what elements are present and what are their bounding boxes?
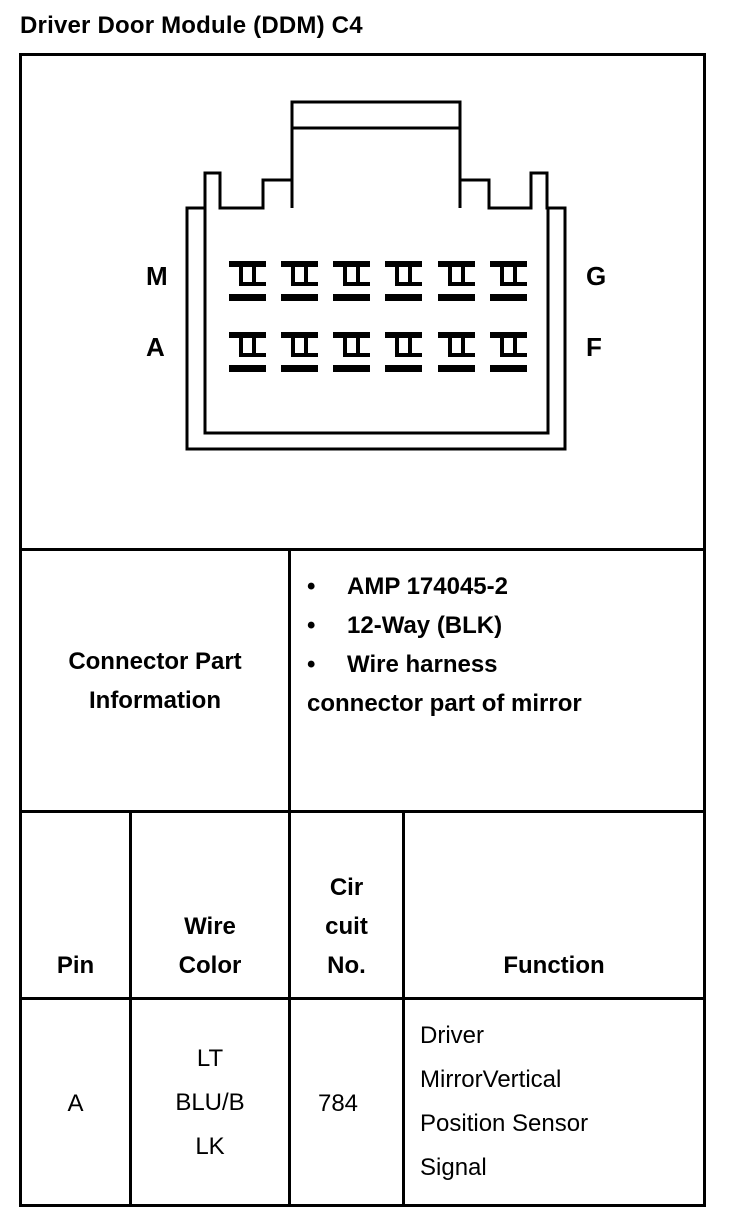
terminal-cavity (281, 261, 318, 301)
document-frame (19, 53, 706, 1207)
part-info-item: • 12-Way (BLK) (307, 606, 697, 645)
part-info-label-line2: Information (88, 686, 221, 714)
terminal-cavity (333, 332, 370, 372)
harness-note-continuation: connector part of mirror (307, 690, 582, 717)
connector-diagram: M A G F (22, 56, 703, 548)
page-title: Driver Door Module (DDM) C4 (20, 12, 363, 39)
terminal-cavity (229, 261, 266, 301)
terminal-cavity (229, 332, 266, 372)
column-divider-circuit (402, 810, 405, 1207)
pin-label-a: A (146, 332, 165, 362)
header-circuit-line1: Cir (329, 874, 364, 901)
terminal-cavity (385, 261, 422, 301)
pin-label-g: G (586, 261, 607, 291)
harness-note: Wire harness (347, 651, 498, 678)
part-info-item: • AMP 174045-2 (307, 567, 697, 606)
column-divider-1 (288, 548, 291, 1207)
header-pin: Pin (56, 952, 95, 979)
wire-color-line2: BLU/B (175, 1089, 245, 1116)
header-wire-line1: Wire (184, 913, 236, 940)
connector-face-illustration (185, 100, 567, 451)
part-number: AMP 174045-2 (347, 573, 508, 600)
bullet: • (307, 612, 316, 639)
terminal-cavity (333, 261, 370, 301)
function-line3: Position Sensor (420, 1110, 589, 1137)
divider-part-info (19, 810, 706, 813)
terminal-cavity (490, 261, 527, 301)
terminal-cavity (281, 332, 318, 372)
function-line1: Driver (420, 1022, 484, 1049)
divider-table-header (19, 997, 706, 1000)
header-circuit-no: Cir cuit No. (291, 868, 402, 985)
bullet: • (307, 573, 316, 600)
cell-function: Driver MirrorVertical Position Sensor Si… (420, 1014, 700, 1190)
function-line2: MirrorVertical (420, 1066, 562, 1093)
wire-color-line1: LT (196, 1045, 224, 1072)
header-circuit-line3: No. (327, 952, 366, 979)
bullet: • (307, 651, 316, 678)
inner-cavity (203, 208, 550, 435)
frame-right-border (703, 53, 706, 1207)
connector-part-info-label: Connector Part Information (22, 551, 288, 810)
connector-ways: 12-Way (BLK) (347, 612, 503, 639)
header-wire-line2: Color (178, 952, 242, 979)
pin-label-m: M (146, 261, 168, 291)
part-info-label-line1: Connector Part (68, 647, 242, 675)
terminal-cavity (438, 332, 475, 372)
terminal-cavity (490, 332, 527, 372)
cell-pin: A (67, 1090, 84, 1117)
wire-color-line3: LK (195, 1133, 225, 1160)
cell-wire-color: LT BLU/B LK (132, 1037, 288, 1169)
header-circuit-line2: cuit (325, 913, 368, 940)
function-line4: Signal (420, 1154, 487, 1181)
terminal-cavity (438, 261, 475, 301)
housing-outline (185, 100, 567, 451)
part-info-item: • Wire harness (307, 645, 697, 684)
column-divider-pin (129, 810, 132, 1207)
header-function: Function (503, 952, 605, 979)
terminal-cavity (385, 332, 422, 372)
connector-part-info-list: • AMP 174045-2 • 12-Way (BLK) • Wire har… (307, 567, 697, 723)
header-wire-color: Wire Color (132, 907, 288, 985)
cell-circuit: 784 (317, 1090, 359, 1117)
divider-diagram (19, 548, 706, 551)
pin-label-f: F (586, 332, 602, 362)
